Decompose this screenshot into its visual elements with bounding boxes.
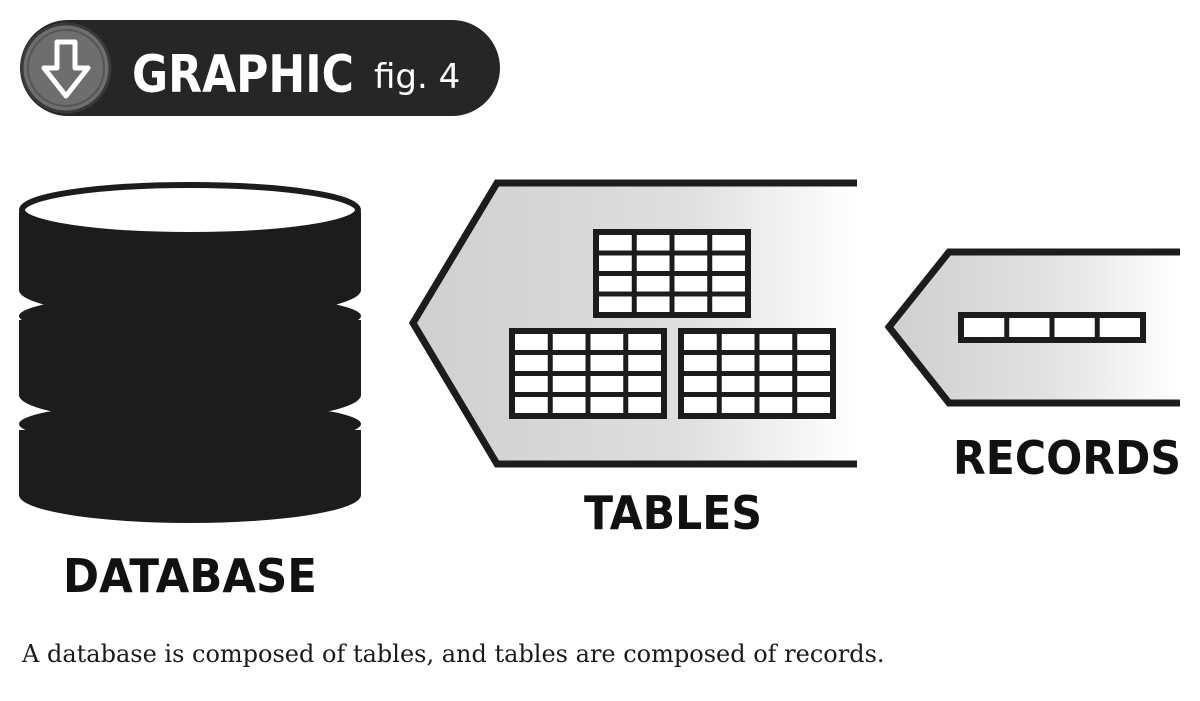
table-cell <box>1009 318 1050 337</box>
database-label: DATABASE <box>63 549 317 603</box>
table-cell <box>599 276 632 292</box>
badge-background <box>20 20 500 116</box>
badge-title: GRAPHIC <box>132 45 354 105</box>
table-cell <box>636 235 670 251</box>
table-cell <box>552 376 586 392</box>
table-icon-top <box>593 229 751 318</box>
table-cell <box>515 334 548 350</box>
table-cell <box>797 376 830 392</box>
figure-badge: GRAPHIC fig. 4 <box>20 20 500 116</box>
table-cell <box>590 397 624 413</box>
table-cell <box>759 397 793 413</box>
table-cell <box>674 255 708 271</box>
database-segment-bottom <box>19 430 361 523</box>
table-icon-bottom-right <box>678 328 836 419</box>
records-label: RECORDS <box>953 431 1181 485</box>
table-cell <box>684 355 717 371</box>
table-cell <box>721 334 755 350</box>
tables-label: TABLES <box>584 486 762 540</box>
table-cell <box>712 296 745 312</box>
table-cell <box>628 376 661 392</box>
table-cell <box>712 276 745 292</box>
table-cell <box>599 235 632 251</box>
tables-group <box>509 229 836 419</box>
table-cell <box>684 376 717 392</box>
table-cell <box>599 255 632 271</box>
table-cell <box>721 397 755 413</box>
database-segment-top <box>19 212 361 318</box>
record-row <box>958 312 1146 343</box>
table-cell <box>721 355 755 371</box>
table-cell <box>636 255 670 271</box>
database-segment-middle <box>19 320 361 423</box>
table-cell <box>1099 318 1140 337</box>
table-cell <box>515 376 548 392</box>
table-cell <box>515 397 548 413</box>
table-cell <box>712 255 745 271</box>
table-cell <box>599 296 632 312</box>
tables-arrow <box>408 179 857 468</box>
badge-subtitle: fig. 4 <box>374 57 460 97</box>
table-cell <box>552 334 586 350</box>
table-cell <box>590 376 624 392</box>
table-cell <box>684 334 717 350</box>
table-cell <box>590 334 624 350</box>
download-arrow-icon <box>20 22 112 114</box>
table-cell <box>797 334 830 350</box>
table-cell <box>759 334 793 350</box>
table-cell <box>636 276 670 292</box>
table-cell <box>797 355 830 371</box>
table-cell <box>628 397 661 413</box>
database-cylinder-icon <box>19 182 361 523</box>
table-cell <box>964 318 1005 337</box>
database-top-lid <box>19 182 361 238</box>
table-cell <box>684 397 717 413</box>
table-cell <box>674 296 708 312</box>
table-cell <box>712 235 745 251</box>
table-cell <box>590 355 624 371</box>
table-cell <box>552 355 586 371</box>
table-cell <box>674 276 708 292</box>
record-row-icon <box>958 312 1146 343</box>
table-cell <box>721 376 755 392</box>
table-cell <box>628 334 661 350</box>
table-cell <box>515 355 548 371</box>
table-cell <box>628 355 661 371</box>
table-icon-bottom-left <box>509 328 667 419</box>
table-cell <box>759 355 793 371</box>
table-cell <box>1054 318 1095 337</box>
table-cell <box>552 397 586 413</box>
table-cell <box>797 397 830 413</box>
figure-caption: A database is composed of tables, and ta… <box>22 640 885 668</box>
table-cell <box>759 376 793 392</box>
table-cell <box>636 296 670 312</box>
table-cell <box>674 235 708 251</box>
